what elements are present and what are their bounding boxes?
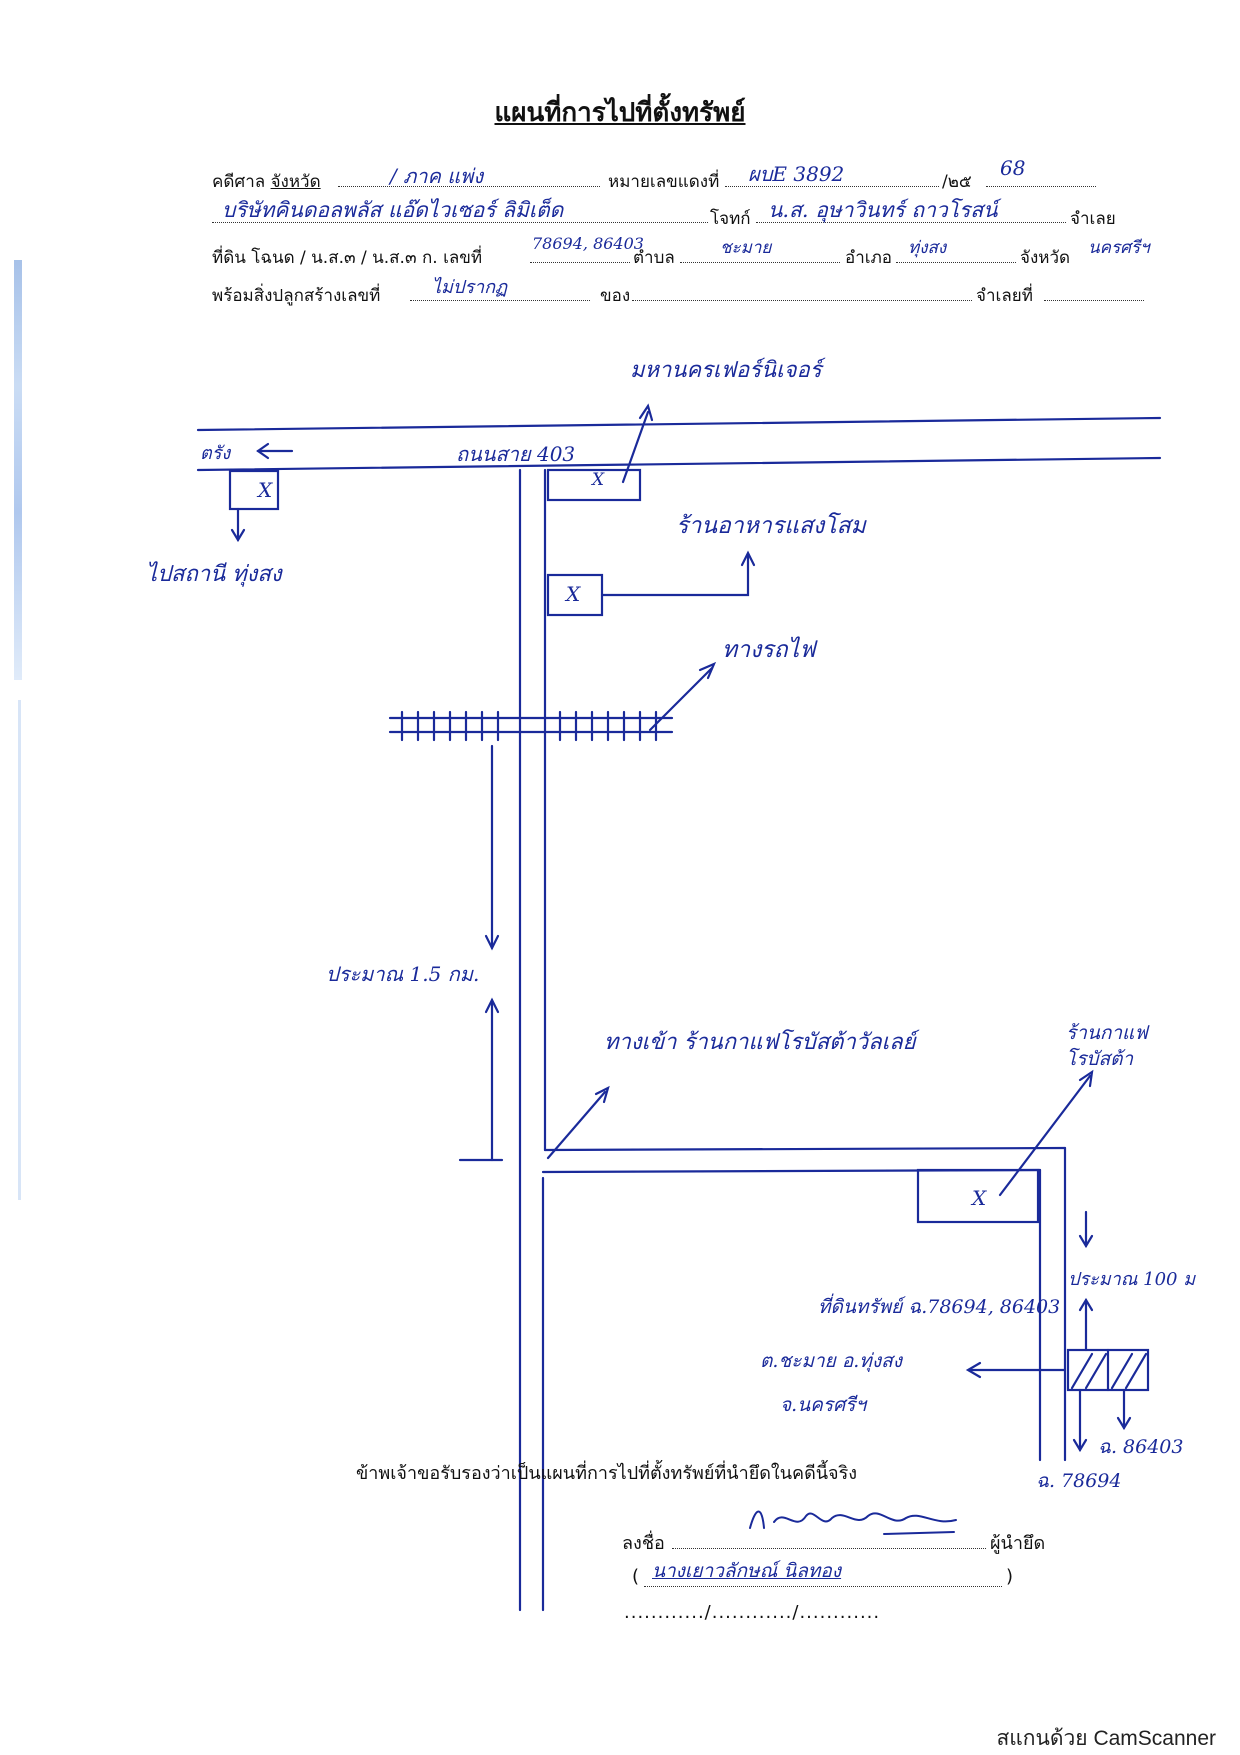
distance-arrow-down xyxy=(484,934,500,951)
document-title: แผนที่การไปที่ตั้งทรัพย์ xyxy=(494,98,746,128)
signer-role: ผู้นำยึด xyxy=(990,1533,1046,1554)
plot-a-label: ฉ. 86403 xyxy=(1098,1436,1184,1458)
left-box-label: ไปสถานี ทุ่งสง xyxy=(146,562,282,587)
entrance-label: ทางเข้า ร้านกาแฟโรบัสต้าวัลเลย์ xyxy=(604,1030,916,1055)
district-dotline xyxy=(896,242,1016,263)
land-no-dotline xyxy=(530,242,630,263)
plaintiff-dotline xyxy=(212,202,708,223)
defendant-label: จำเลย xyxy=(1070,209,1116,229)
defendant2-dotline xyxy=(1044,280,1144,301)
entrance-pointer xyxy=(546,1090,607,1160)
furniture-pointer-head xyxy=(638,403,654,422)
furniture-shop-box xyxy=(546,468,642,502)
coffee-pointer xyxy=(998,1074,1092,1197)
dim100-top-head xyxy=(1078,1234,1094,1249)
railway-ties xyxy=(400,710,658,742)
coffee-box-x-mark: X xyxy=(972,1186,987,1210)
case-no-dotline xyxy=(725,166,939,187)
railway-pointer-head xyxy=(698,661,717,680)
province2-label: จังหวัด xyxy=(1020,248,1071,268)
distance-small-label: ประมาณ 100 ม xyxy=(1068,1269,1196,1290)
to-trang-arrowhead xyxy=(256,442,270,460)
distance-arrow-up xyxy=(484,997,500,1014)
case-no-label: หมายเลขแดงที่ xyxy=(608,172,720,192)
parcel-note-label: ที่ดินทรัพย์ ฉ.78694, 86403 xyxy=(818,1296,1061,1318)
building-value: ไม่ปรากฏ xyxy=(432,277,508,298)
close-paren: ) xyxy=(1006,1566,1014,1587)
left-box-arrowhead xyxy=(230,528,246,543)
signer-name: นางเยาวลักษณ์ นิลทอง xyxy=(652,1560,842,1582)
landmark-top-label: มหานครเฟอร์นิเจอร์ xyxy=(630,358,822,383)
open-paren: ( xyxy=(632,1566,640,1587)
court-value: / ภาค แพ่ง xyxy=(390,164,484,188)
distance-main-label: ประมาณ 1.5 กม. xyxy=(326,962,480,986)
coffee-pointer-head xyxy=(1078,1069,1094,1088)
year-value: 68 xyxy=(1000,156,1026,180)
restaurant-label: ร้านอาหารแสงโสม xyxy=(676,513,866,539)
sign-label: ลงชื่อ xyxy=(622,1533,665,1554)
court-label: คดีศาล จังหวัด xyxy=(212,172,321,192)
to-trang-label: ตรัง xyxy=(200,443,231,464)
plot-a-pointer-head xyxy=(1116,1416,1132,1431)
parcel-pointer-head xyxy=(965,1361,982,1379)
name-dotline xyxy=(644,1566,1002,1587)
highway-label: ถนนสาย 403 xyxy=(456,442,576,466)
coffee-shop-box xyxy=(916,1168,1040,1224)
dim100-bottom-head xyxy=(1078,1297,1094,1312)
highway-bottom-edge xyxy=(196,456,1162,472)
building-dotline xyxy=(410,280,590,301)
restaurant-box-x-mark: X xyxy=(566,582,581,606)
railway-label: ทางรถไฟ xyxy=(722,637,816,663)
of-dotline xyxy=(632,280,972,301)
subdistrict-value: ชะมาย xyxy=(720,238,772,258)
highway-top-edge xyxy=(196,416,1162,432)
subdistrict-dotline xyxy=(680,242,840,263)
land-no-value: 78694, 86403 xyxy=(532,234,644,253)
court-dotline xyxy=(338,166,600,187)
plaintiff-value: บริษัทคินดอลพลัส แอ๊ดไวเซอร์ ลิมิเต็ด xyxy=(222,198,564,222)
left-box xyxy=(228,469,280,511)
date-line: ............/............/............ xyxy=(624,1602,881,1623)
subdistrict-label: ตำบล xyxy=(633,248,675,268)
case-no-value: ผบE 3892 xyxy=(748,162,845,186)
branch-road-top-edge xyxy=(543,1146,1067,1152)
signature-dotline xyxy=(672,1528,986,1549)
furniture-box-x-mark: X xyxy=(592,470,605,490)
land-label: ที่ดิน โฉนด / น.ส.๓ / น.ส.๓ ก. เลขที่ xyxy=(212,248,483,268)
railway-pointer xyxy=(648,666,714,732)
location-line2: จ.นครศรีฯ xyxy=(780,1394,867,1416)
building-label: พร้อมสิ่งปลูกสร้างเลขที่ xyxy=(212,286,381,306)
defendant-dotline xyxy=(756,202,1066,223)
plot-b-pointer-head xyxy=(1072,1438,1088,1453)
location-line1: ต.ชะมาย อ.ทุ่งสง xyxy=(760,1350,902,1372)
camscanner-watermark: สแกนด้วย CamScanner xyxy=(996,1727,1216,1750)
province2-value: นครศรีฯ xyxy=(1088,238,1150,258)
defendant-value: น.ส. อุษาวินทร์ ถาวโรสน์ xyxy=(768,198,998,222)
scan-edge-tint-lower xyxy=(18,700,21,1200)
restaurant-pointer xyxy=(600,553,750,597)
district-value: ทุ่งสง xyxy=(908,238,947,258)
restaurant-pointer-head xyxy=(740,550,756,567)
left-box-x-mark: X xyxy=(258,478,273,502)
scan-edge-tint xyxy=(14,260,22,680)
year-dotline xyxy=(986,166,1096,187)
entrance-pointer-head xyxy=(594,1085,610,1104)
parcel-hatch xyxy=(1070,1352,1148,1390)
of-label: ของ xyxy=(600,286,631,306)
district-label: อำเภอ xyxy=(845,248,892,268)
plot-b-label: ฉ. 78694 xyxy=(1036,1470,1122,1492)
coffee-shop-label: ร้านกาแฟ โรบัสต้า xyxy=(1066,1022,1148,1070)
year-prefix: /๒๕ xyxy=(942,172,972,192)
furniture-pointer xyxy=(621,410,650,484)
defendant2-label: จำเลยที่ xyxy=(976,286,1033,306)
certification-text: ข้าพเจ้าขอรับรองว่าเป็นแผนที่การไปที่ตั้… xyxy=(356,1463,858,1484)
signature-scribble xyxy=(749,1510,957,1535)
plaintiff-label: โจทก์ xyxy=(710,209,751,229)
